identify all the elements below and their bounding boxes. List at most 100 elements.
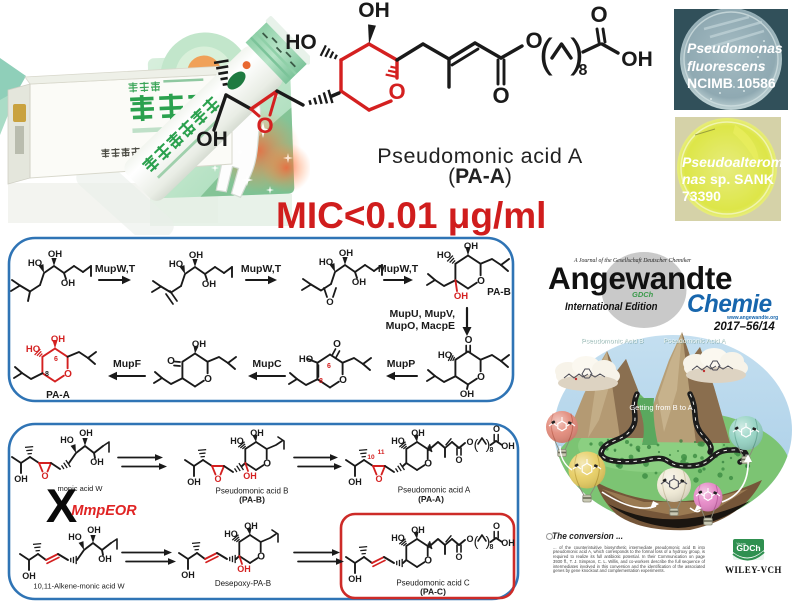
svg-text:O: O [256,113,273,138]
svg-text:(PA-B): (PA-B) [239,495,265,505]
svg-text:HO: HO [285,31,317,54]
svg-text:OH: OH [243,471,257,481]
svg-text:OH: OH [621,48,653,71]
svg-text:Pseudomonic acid C: Pseudomonic acid C [396,579,470,588]
svg-text:8: 8 [579,62,588,79]
svg-text:MupW,T: MupW,T [241,263,282,275]
svg-text:OH: OH [61,278,75,289]
svg-text:HO: HO [437,250,451,261]
svg-text:HO: HO [391,533,405,543]
svg-text:O: O [333,339,341,350]
svg-text:(PA-C): (PA-C) [420,587,446,597]
svg-text:HO: HO [60,435,74,445]
svg-text:OH: OH [189,250,203,261]
svg-text:MupW,T: MupW,T [95,263,136,275]
svg-text:X: X [46,479,77,532]
svg-text:OH: OH [202,279,216,290]
svg-text:(PA-A): (PA-A) [418,494,444,504]
svg-text:8: 8 [490,544,494,551]
svg-text:O: O [375,474,382,484]
svg-text:): ) [570,30,584,76]
svg-text:HO: HO [230,436,244,446]
svg-text:10,11-Alkene-monic acid W: 10,11-Alkene-monic acid W [33,582,125,591]
svg-text:monic acid W: monic acid W [57,484,103,493]
svg-text:(: ( [539,30,553,76]
svg-text:Pseudomonic Acid B: Pseudomonic Acid B [582,339,645,346]
svg-text:O: O [455,552,462,562]
svg-text:OH: OH [352,277,366,288]
svg-text:10: 10 [367,454,375,461]
svg-text:GDCh: GDCh [736,543,760,553]
svg-text:O: O [339,375,347,386]
svg-text:OH: OH [250,428,264,438]
svg-text:OH: OH [14,474,28,484]
svg-text:O: O [257,552,265,563]
svg-text:O: O [493,424,500,434]
svg-text:HO: HO [319,257,333,268]
svg-text:OH: OH [348,477,362,487]
svg-text:OH: OH [48,249,62,260]
svg-text:(: ( [474,436,479,452]
svg-text:MmpEOR: MmpEOR [71,503,137,519]
svg-text:OH: OH [196,128,228,151]
svg-text:O: O [493,521,500,531]
svg-text:OH: OH [181,570,195,580]
svg-text:OH: OH [348,574,362,584]
svg-text:Pseudomonic Acid A: Pseudomonic Acid A [664,338,726,345]
svg-text:OH: OH [187,477,201,487]
svg-text:): ) [486,436,491,452]
svg-text:O: O [455,455,462,465]
svg-text:(: ( [474,533,479,549]
svg-text:HO: HO [28,258,42,269]
svg-text:OH: OH [411,525,425,535]
svg-text:PA-A: PA-A [46,390,70,401]
svg-text:11: 11 [378,449,385,456]
svg-text:MupF: MupF [113,358,142,370]
svg-text:MupP: MupP [387,358,416,370]
svg-text:HO: HO [26,344,40,355]
svg-text:HO: HO [299,354,313,365]
svg-text:O: O [525,28,542,53]
svg-text:MupO, MacpE: MupO, MacpE [386,320,455,332]
svg-text:6: 6 [54,356,58,363]
svg-text:O: O [466,534,473,544]
svg-text:O: O [424,556,432,567]
svg-text:Pseudomonic acid B: Pseudomonic acid B [216,487,289,496]
svg-text:Getting from B to A: Getting from B to A [629,403,692,412]
svg-text:O: O [465,335,473,346]
svg-text:OH: OH [192,339,206,350]
svg-text:O: O [204,374,212,385]
svg-text:O: O [64,369,72,380]
svg-text:HO: HO [169,259,183,270]
svg-text:O: O [477,372,485,383]
svg-text:8: 8 [319,378,323,385]
svg-text:O: O [590,2,607,27]
svg-text:O: O [477,276,485,287]
svg-text:Pseudomonic Acid B: Pseudomonic Acid B [581,338,644,345]
svg-text:OH: OH [339,248,353,259]
svg-text:O: O [388,79,405,104]
svg-text:HO: HO [68,532,82,542]
svg-text:OH: OH [411,428,425,438]
svg-text:Desepoxy-PA-B: Desepoxy-PA-B [215,579,271,588]
svg-text:8: 8 [490,447,494,454]
svg-text:O: O [41,471,48,481]
svg-text:OH: OH [501,441,515,451]
svg-text:OH: OH [237,564,251,574]
svg-text:OH: OH [87,525,101,535]
svg-text:HO: HO [224,529,238,539]
svg-text:OH: OH [454,291,468,302]
svg-text:O: O [466,437,473,447]
svg-text:O: O [167,356,175,367]
svg-text:OH: OH [460,389,474,400]
svg-text:OH: OH [98,554,112,564]
svg-text:MupC: MupC [252,358,282,370]
svg-text:8: 8 [45,371,49,378]
svg-text:O: O [263,459,271,470]
svg-text:Pseudomonic acid A: Pseudomonic acid A [398,486,471,495]
svg-text:O: O [424,459,432,470]
svg-text:OH: OH [90,457,104,467]
svg-text:OH: OH [22,571,36,581]
svg-text:O: O [492,83,509,108]
svg-text:HO: HO [438,350,452,361]
